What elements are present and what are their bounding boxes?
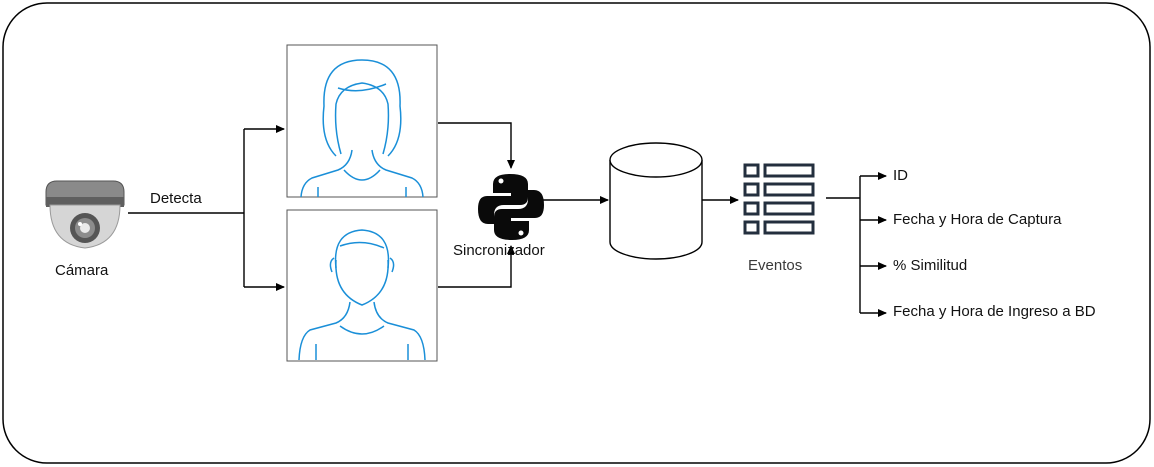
- field-id: ID: [893, 167, 908, 184]
- field-similarity: % Similitud: [893, 257, 968, 274]
- synchronizer-label: Sincronizador: [453, 242, 545, 259]
- field-capture-datetime: Fecha y Hora de Captura: [893, 211, 1062, 228]
- male-face-card: [286, 209, 438, 362]
- camera-label: Cámara: [55, 262, 109, 279]
- female-face-card: [286, 44, 438, 198]
- male-face-icon: [298, 229, 426, 361]
- event-list-icon: [743, 163, 815, 235]
- python-logo-icon: [478, 174, 544, 240]
- connector-lines: [128, 122, 887, 317]
- database-cylinder-icon: [609, 142, 703, 260]
- detect-edge-label: Detecta: [150, 190, 202, 207]
- security-camera-icon: [45, 180, 125, 249]
- events-label: Eventos: [748, 257, 803, 274]
- female-face-icon: [300, 59, 424, 198]
- field-db-ingest-datetime: Fecha y Hora de Ingreso a BD: [893, 303, 1096, 320]
